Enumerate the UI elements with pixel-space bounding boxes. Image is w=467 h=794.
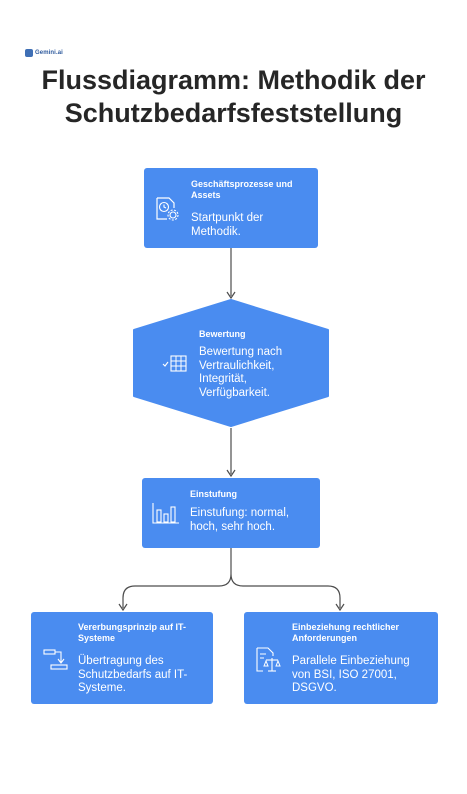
node-business-processes: Geschäftsprozesse und Assets Startpunkt …: [144, 168, 318, 248]
page-title: Flussdiagramm: Methodik der Schutzbedarf…: [0, 64, 467, 130]
node-business-processes-desc-1: Startpunkt der: [191, 212, 264, 224]
node-evaluation-desc-2: Vertraulichkeit,: [199, 359, 275, 372]
node-inheritance: Vererbungsprinzip auf IT- Systeme Übertr…: [31, 612, 213, 704]
node-inheritance-title-1: Vererbungsprinzip auf IT-: [78, 622, 187, 632]
node-evaluation-desc-3: Integrität,: [199, 373, 247, 385]
clock-gear-document-icon: [156, 197, 179, 221]
node-legal-requirements-title-2: Anforderungen: [292, 633, 357, 643]
hierarchy-arrow-icon: [43, 649, 68, 670]
node-classification-desc-1: Einstufung: normal,: [190, 507, 290, 519]
node-legal-requirements-desc-3: DSGVO.: [292, 682, 337, 694]
node-evaluation-desc-1: Bewertung nach: [199, 346, 283, 358]
node-business-processes-title-2: Assets: [191, 190, 221, 200]
arrowhead-inheritance: [118, 603, 128, 612]
node-classification-title: Einstufung: [190, 489, 237, 499]
hexagon-shape: [133, 299, 329, 427]
node-evaluation-desc-4: Verfügbarkeit.: [199, 386, 270, 399]
logo: Gemini.ai: [25, 47, 63, 59]
node-classification-desc-2: hoch, sehr hoch.: [190, 520, 276, 533]
node-business-processes-title-1: Geschäftsprozesse und: [191, 179, 293, 189]
connector-classification-branches: [122, 548, 341, 608]
arrowhead-evaluation: [226, 291, 236, 300]
logo-text: Gemini.ai: [35, 50, 63, 56]
arrowhead-legal: [335, 603, 345, 612]
page-title-line-2: Schutzbedarfsfeststellung: [64, 98, 403, 128]
node-inheritance-desc-2: Schutzbedarfs auf IT-: [78, 668, 188, 681]
logo-mark: [25, 49, 33, 57]
node-evaluation-title: Bewertung: [199, 329, 246, 339]
arrowhead-classification: [226, 469, 236, 478]
document-scales-icon: [256, 647, 281, 672]
node-legal-requirements-desc-2: von BSI, ISO 27001,: [292, 668, 397, 681]
node-inheritance-title-2: Systeme: [78, 633, 116, 643]
node-evaluation: Bewertung Bewertung nach Vertraulichkeit…: [130, 298, 332, 428]
node-legal-requirements: Einbeziehung rechtlicher Anforderungen P…: [244, 612, 438, 704]
node-legal-requirements-title-1: Einbeziehung rechtlicher: [292, 622, 400, 632]
node-legal-requirements-desc-1: Parallele Einbeziehung: [292, 655, 410, 667]
node-inheritance-desc-1: Übertragung des: [78, 655, 164, 667]
node-inheritance-desc-3: Systeme.: [78, 682, 126, 694]
node-classification: Einstufung Einstufung: normal, hoch, seh…: [142, 478, 320, 548]
node-business-processes-desc-2: Methodik.: [191, 225, 241, 238]
page-title-line-1: Flussdiagramm: Methodik der: [41, 65, 426, 95]
bar-chart-icon: [152, 503, 179, 524]
table-check-icon: [162, 355, 187, 372]
